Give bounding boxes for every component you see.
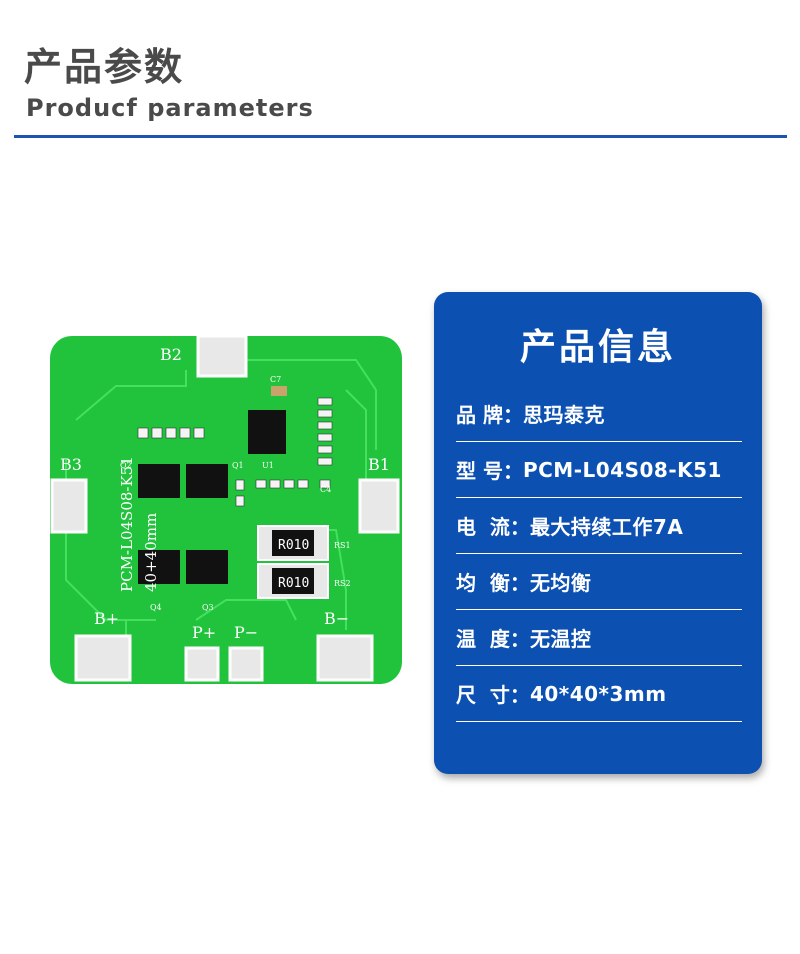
pcb-silkscreen: B2 B3 B1 B+ B− P+ P− PCM-L04S08-K51 40+4… [60, 345, 390, 642]
pcb-smd-parts [137, 397, 333, 507]
info-label: 型 号： [456, 459, 523, 483]
label-bplus: B+ [94, 609, 119, 628]
label-b1: B1 [368, 455, 390, 474]
info-row-temperature: 温 度： 无温控 [456, 610, 742, 666]
chip-u1 [248, 410, 286, 454]
label-pminus: P− [234, 623, 258, 642]
mosfet-q1 [186, 464, 228, 498]
info-label: 电 流： [456, 515, 530, 539]
info-value: 最大持续工作7A [529, 515, 684, 539]
pcb-board-image: B2 B3 B1 B+ B− P+ P− PCM-L04S08-K51 40+4… [46, 330, 406, 690]
header-divider [14, 135, 787, 138]
page-title-en: Producf parameters [26, 94, 314, 122]
info-value: 无温控 [529, 627, 592, 651]
pad-b2 [196, 334, 248, 378]
label-b3: B3 [60, 455, 82, 474]
label-pplus: P+ [192, 623, 216, 642]
label-model: PCM-L04S08-K51 [118, 456, 136, 592]
mosfet-q2 [138, 464, 180, 498]
info-label: 品 牌： [456, 403, 523, 427]
page-title-cn: 产品参数 [24, 45, 185, 89]
label-c7: C7 [270, 375, 281, 384]
info-value: PCM-L04S08-K51 [522, 457, 722, 482]
pcb-body [50, 336, 402, 684]
mosfet-q3 [186, 550, 228, 584]
resistor-rs1-body [272, 530, 314, 556]
pad-bplus [74, 634, 132, 682]
label-b2: B2 [160, 345, 182, 364]
info-label: 尺 寸： [456, 683, 530, 707]
pad-b3 [50, 478, 88, 534]
product-info-card: 产品信息 品 牌： 思玛泰克 型 号： PCM-L04S08-K51 电 流： … [434, 292, 762, 774]
label-res1: R010 [278, 538, 309, 553]
label-q3: Q3 [202, 603, 214, 612]
pcb-chips [138, 386, 329, 599]
label-size: 40+40mm [142, 513, 160, 592]
info-row-brand: 品 牌： 思玛泰克 [456, 386, 742, 442]
label-rs1: RS1 [334, 541, 351, 550]
pad-pminus [228, 646, 264, 682]
resistor-rs2-body [272, 568, 314, 594]
info-value: 思玛泰克 [522, 403, 605, 427]
mosfet-q4 [138, 550, 180, 584]
label-u1: U1 [262, 461, 274, 470]
info-row-size: 尺 寸： 40*40*3mm [456, 666, 742, 722]
info-row-model: 型 号： PCM-L04S08-K51 [456, 442, 742, 498]
label-c4: C4 [320, 485, 331, 494]
pad-bminus [316, 634, 374, 682]
info-label: 温 度： [456, 627, 530, 651]
pcb-pads [50, 334, 400, 682]
card-title: 产品信息 [519, 327, 676, 368]
label-q2: Q2 [120, 461, 132, 470]
pcb-board-svg: B2 B3 B1 B+ B− P+ P− PCM-L04S08-K51 40+4… [50, 334, 402, 684]
info-value: 40*40*3mm [529, 681, 667, 706]
info-row-current: 电 流： 最大持续工作7A [456, 498, 742, 554]
label-bminus: B− [324, 609, 349, 628]
pad-pplus [184, 646, 220, 682]
info-value: 无均衡 [529, 571, 592, 595]
info-row-balance: 均 衡： 无均衡 [456, 554, 742, 610]
info-label: 均 衡： [456, 571, 530, 595]
label-q4: Q4 [150, 603, 162, 612]
label-rs2: RS2 [334, 579, 351, 588]
label-res2: R010 [278, 576, 309, 591]
pad-b1 [358, 478, 400, 534]
capacitor-c7 [271, 386, 287, 396]
label-q1: Q1 [232, 461, 244, 470]
